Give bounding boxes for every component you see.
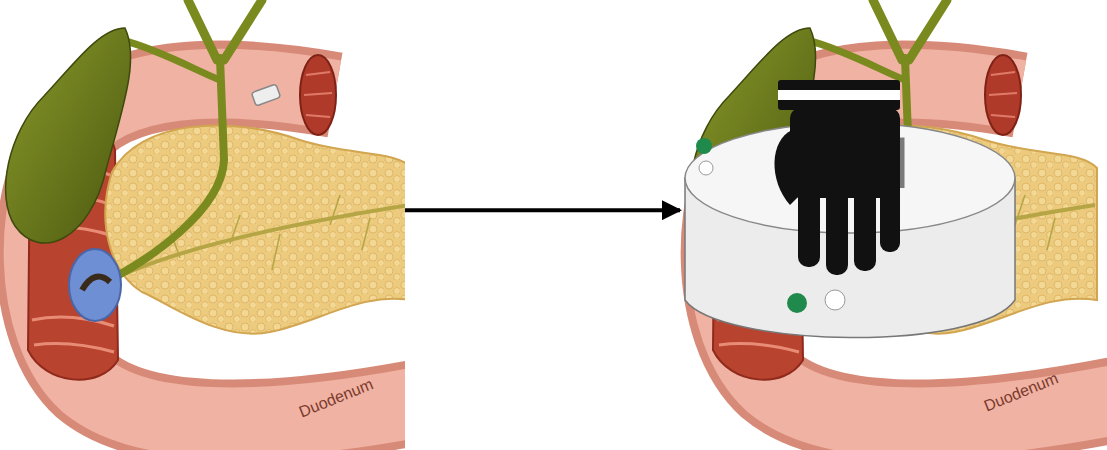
flow-arrow — [405, 208, 680, 212]
status-light — [699, 161, 713, 175]
status-light — [825, 290, 845, 310]
anatomy — [6, 0, 405, 423]
illustration-panel: Duodenum — [0, 0, 405, 450]
capsule-device — [251, 84, 280, 106]
after-panel-art — [685, 0, 1107, 423]
status-light — [696, 138, 712, 154]
gloved-hand — [774, 80, 900, 275]
organ-label: Duodenum — [297, 375, 376, 421]
organ-label: Duodenum — [982, 369, 1061, 415]
glove-cuff — [778, 90, 900, 100]
before-panel-art — [6, 0, 405, 423]
illustration-panel: Duodenum — [680, 0, 1107, 450]
status-light — [787, 293, 807, 313]
